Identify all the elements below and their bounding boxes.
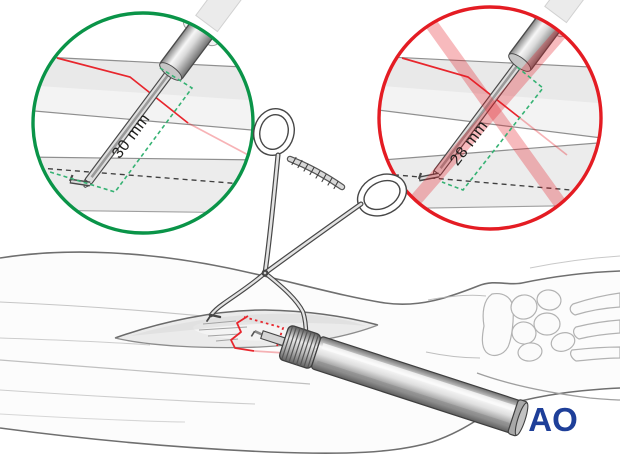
carpal-4 xyxy=(511,321,537,345)
inset-correct-ring xyxy=(31,11,255,235)
ao-logo: AO xyxy=(528,401,578,438)
measurement-bracket-incorrect xyxy=(441,66,545,191)
metacarpal-2 xyxy=(573,319,620,340)
cerclage-wire xyxy=(56,57,253,158)
radius-shaft-line xyxy=(427,294,487,301)
forearm-top-contour xyxy=(0,251,620,306)
instrument-continuation xyxy=(195,0,250,33)
carpal-3 xyxy=(533,312,561,336)
gauge-hook xyxy=(417,172,440,182)
radius-shaft-line2 xyxy=(425,351,481,359)
hand-bones xyxy=(425,289,620,362)
depth-gauge xyxy=(250,325,529,437)
forearm-bottom-contour xyxy=(0,387,620,455)
far-cortex-dashed-line xyxy=(384,173,595,193)
clamp-shaft-left xyxy=(262,152,281,276)
incision-lower-lip xyxy=(114,324,379,349)
cerclage-wire xyxy=(401,57,568,156)
fracture-solid xyxy=(230,315,255,352)
metacarpal-1 xyxy=(569,292,620,316)
clamp-jaw-right xyxy=(262,270,309,337)
carpal-5 xyxy=(517,342,543,362)
tissue-clamp xyxy=(206,108,408,337)
clamp-jaw-left xyxy=(206,270,268,322)
clamp-ring-handle-left xyxy=(253,108,295,156)
metacarpal-3 xyxy=(570,346,620,362)
incision-upper-lip xyxy=(114,309,379,339)
gauge-handle-end-cap xyxy=(514,402,529,436)
inset-incorrect-ring xyxy=(377,5,603,231)
clamp-shaft-right xyxy=(262,201,364,276)
radius-distal xyxy=(481,292,514,357)
carpal-2 xyxy=(536,289,562,311)
far-cortex-dashed-line xyxy=(38,167,244,185)
carpal-1 xyxy=(510,294,538,320)
bone-layers xyxy=(33,55,253,214)
clamp-ratchet xyxy=(286,155,346,191)
carpal-6 xyxy=(550,332,576,352)
inset-correct: 30 mm xyxy=(31,0,255,235)
cross-out-x xyxy=(408,14,573,217)
instrument-continuation xyxy=(544,0,599,24)
knob-ribs xyxy=(281,326,319,368)
inset-incorrect: 28 mm xyxy=(377,0,603,231)
